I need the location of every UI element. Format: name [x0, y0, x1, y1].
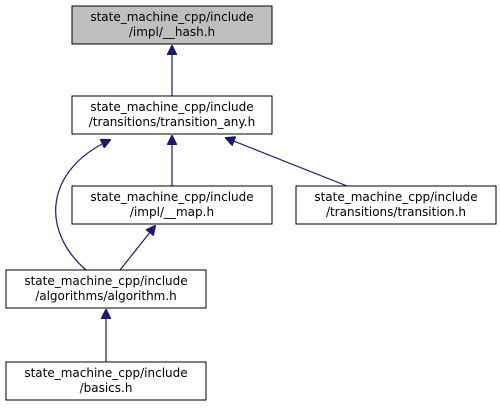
- node-box-transition: [295, 185, 497, 225]
- node-label-line: /transitions/transition_any.h: [89, 115, 255, 129]
- node-label-line: state_machine_cpp/include: [24, 274, 187, 288]
- node-box-map: [71, 185, 273, 225]
- node-algorithm[interactable]: state_machine_cpp/include/algorithms/alg…: [5, 269, 207, 309]
- node-label-line: /algorithms/algorithm.h: [35, 289, 177, 303]
- nodes-layer: state_machine_cpp/include/impl/__hash.hs…: [5, 5, 497, 401]
- node-box-algorithm: [5, 269, 207, 309]
- node-transition_any[interactable]: state_machine_cpp/include/transitions/tr…: [71, 95, 273, 135]
- node-box-basics: [5, 361, 207, 401]
- node-transition[interactable]: state_machine_cpp/include/transitions/tr…: [295, 185, 497, 225]
- node-box-transition_any: [71, 95, 273, 135]
- node-label-line: state_machine_cpp/include: [90, 190, 253, 204]
- edge-algorithm-to-map: [119, 226, 155, 271]
- node-label-line: /impl/__hash.h: [129, 25, 215, 39]
- edge-algorithm-to-transition_any: [55, 140, 110, 271]
- node-label-line: /basics.h: [80, 381, 133, 395]
- edges-layer: [55, 46, 348, 362]
- node-box-hash: [71, 5, 273, 45]
- node-label-line: state_machine_cpp/include: [90, 10, 253, 24]
- edge-transition-to-transition_any: [226, 138, 348, 187]
- node-hash[interactable]: state_machine_cpp/include/impl/__hash.h: [71, 5, 273, 45]
- node-label-line: state_machine_cpp/include: [314, 190, 477, 204]
- node-label-line: /impl/__map.h: [130, 205, 214, 219]
- node-label-line: state_machine_cpp/include: [24, 366, 187, 380]
- node-label-line: /transitions/transition.h: [326, 205, 466, 219]
- node-basics[interactable]: state_machine_cpp/include/basics.h: [5, 361, 207, 401]
- node-label-line: state_machine_cpp/include: [90, 100, 253, 114]
- node-map[interactable]: state_machine_cpp/include/impl/__map.h: [71, 185, 273, 225]
